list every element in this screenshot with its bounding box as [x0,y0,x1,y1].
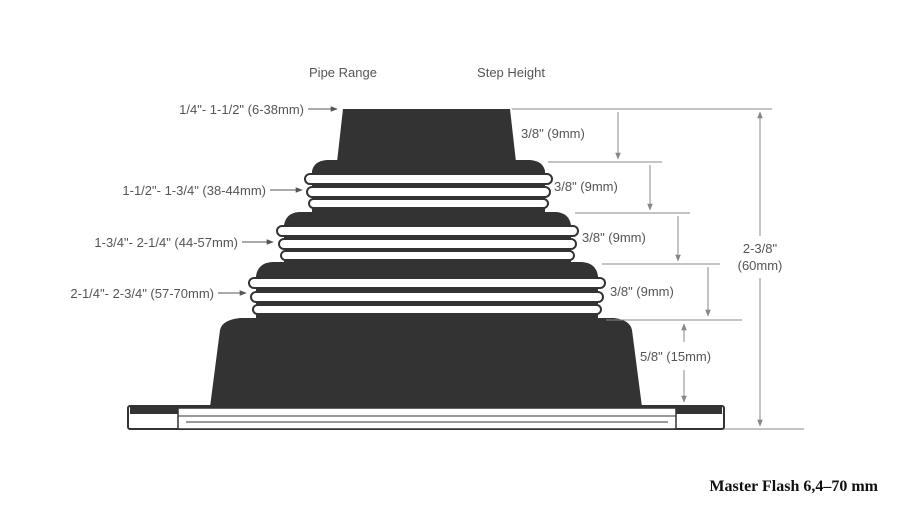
step-height-header: Step Height [477,65,545,80]
step-height-label: 5/8" (15mm) [640,349,711,364]
step-1-top [337,109,516,162]
pipe-range-header: Pipe Range [309,65,377,80]
pipe-range-label: 1/4"- 1-1/2" (6-38mm) [179,102,304,117]
pipe-range-label: 1-1/2"- 1-3/4" (38-44mm) [122,183,266,198]
step-height-label: 3/8" (9mm) [582,230,646,245]
base-plate [177,407,677,430]
step-height-label: 3/8" (9mm) [521,126,585,141]
product-caption: Master Flash 6,4–70 mm [709,478,878,495]
pipe-range-labels: 1/4"- 1-1/2" (6-38mm) 1-1/2"- 1-3/4" (38… [70,102,338,301]
total-height-imperial: 2-3/8" [743,241,778,256]
step-5-cone [210,318,642,407]
step-height-dimensions: 3/8" (9mm) 3/8" (9mm) 3/8" (9mm) 3/8" (9… [512,108,804,430]
step-height-label: 3/8" (9mm) [554,179,618,194]
pipe-range-label: 1-3/4"- 2-1/4" (44-57mm) [94,235,238,250]
flashing-body [127,109,725,430]
total-height-metric: (60mm) [738,258,783,273]
pipe-range-label: 2-1/4"- 2-3/4" (57-70mm) [70,286,214,301]
step-height-label: 3/8" (9mm) [610,284,674,299]
